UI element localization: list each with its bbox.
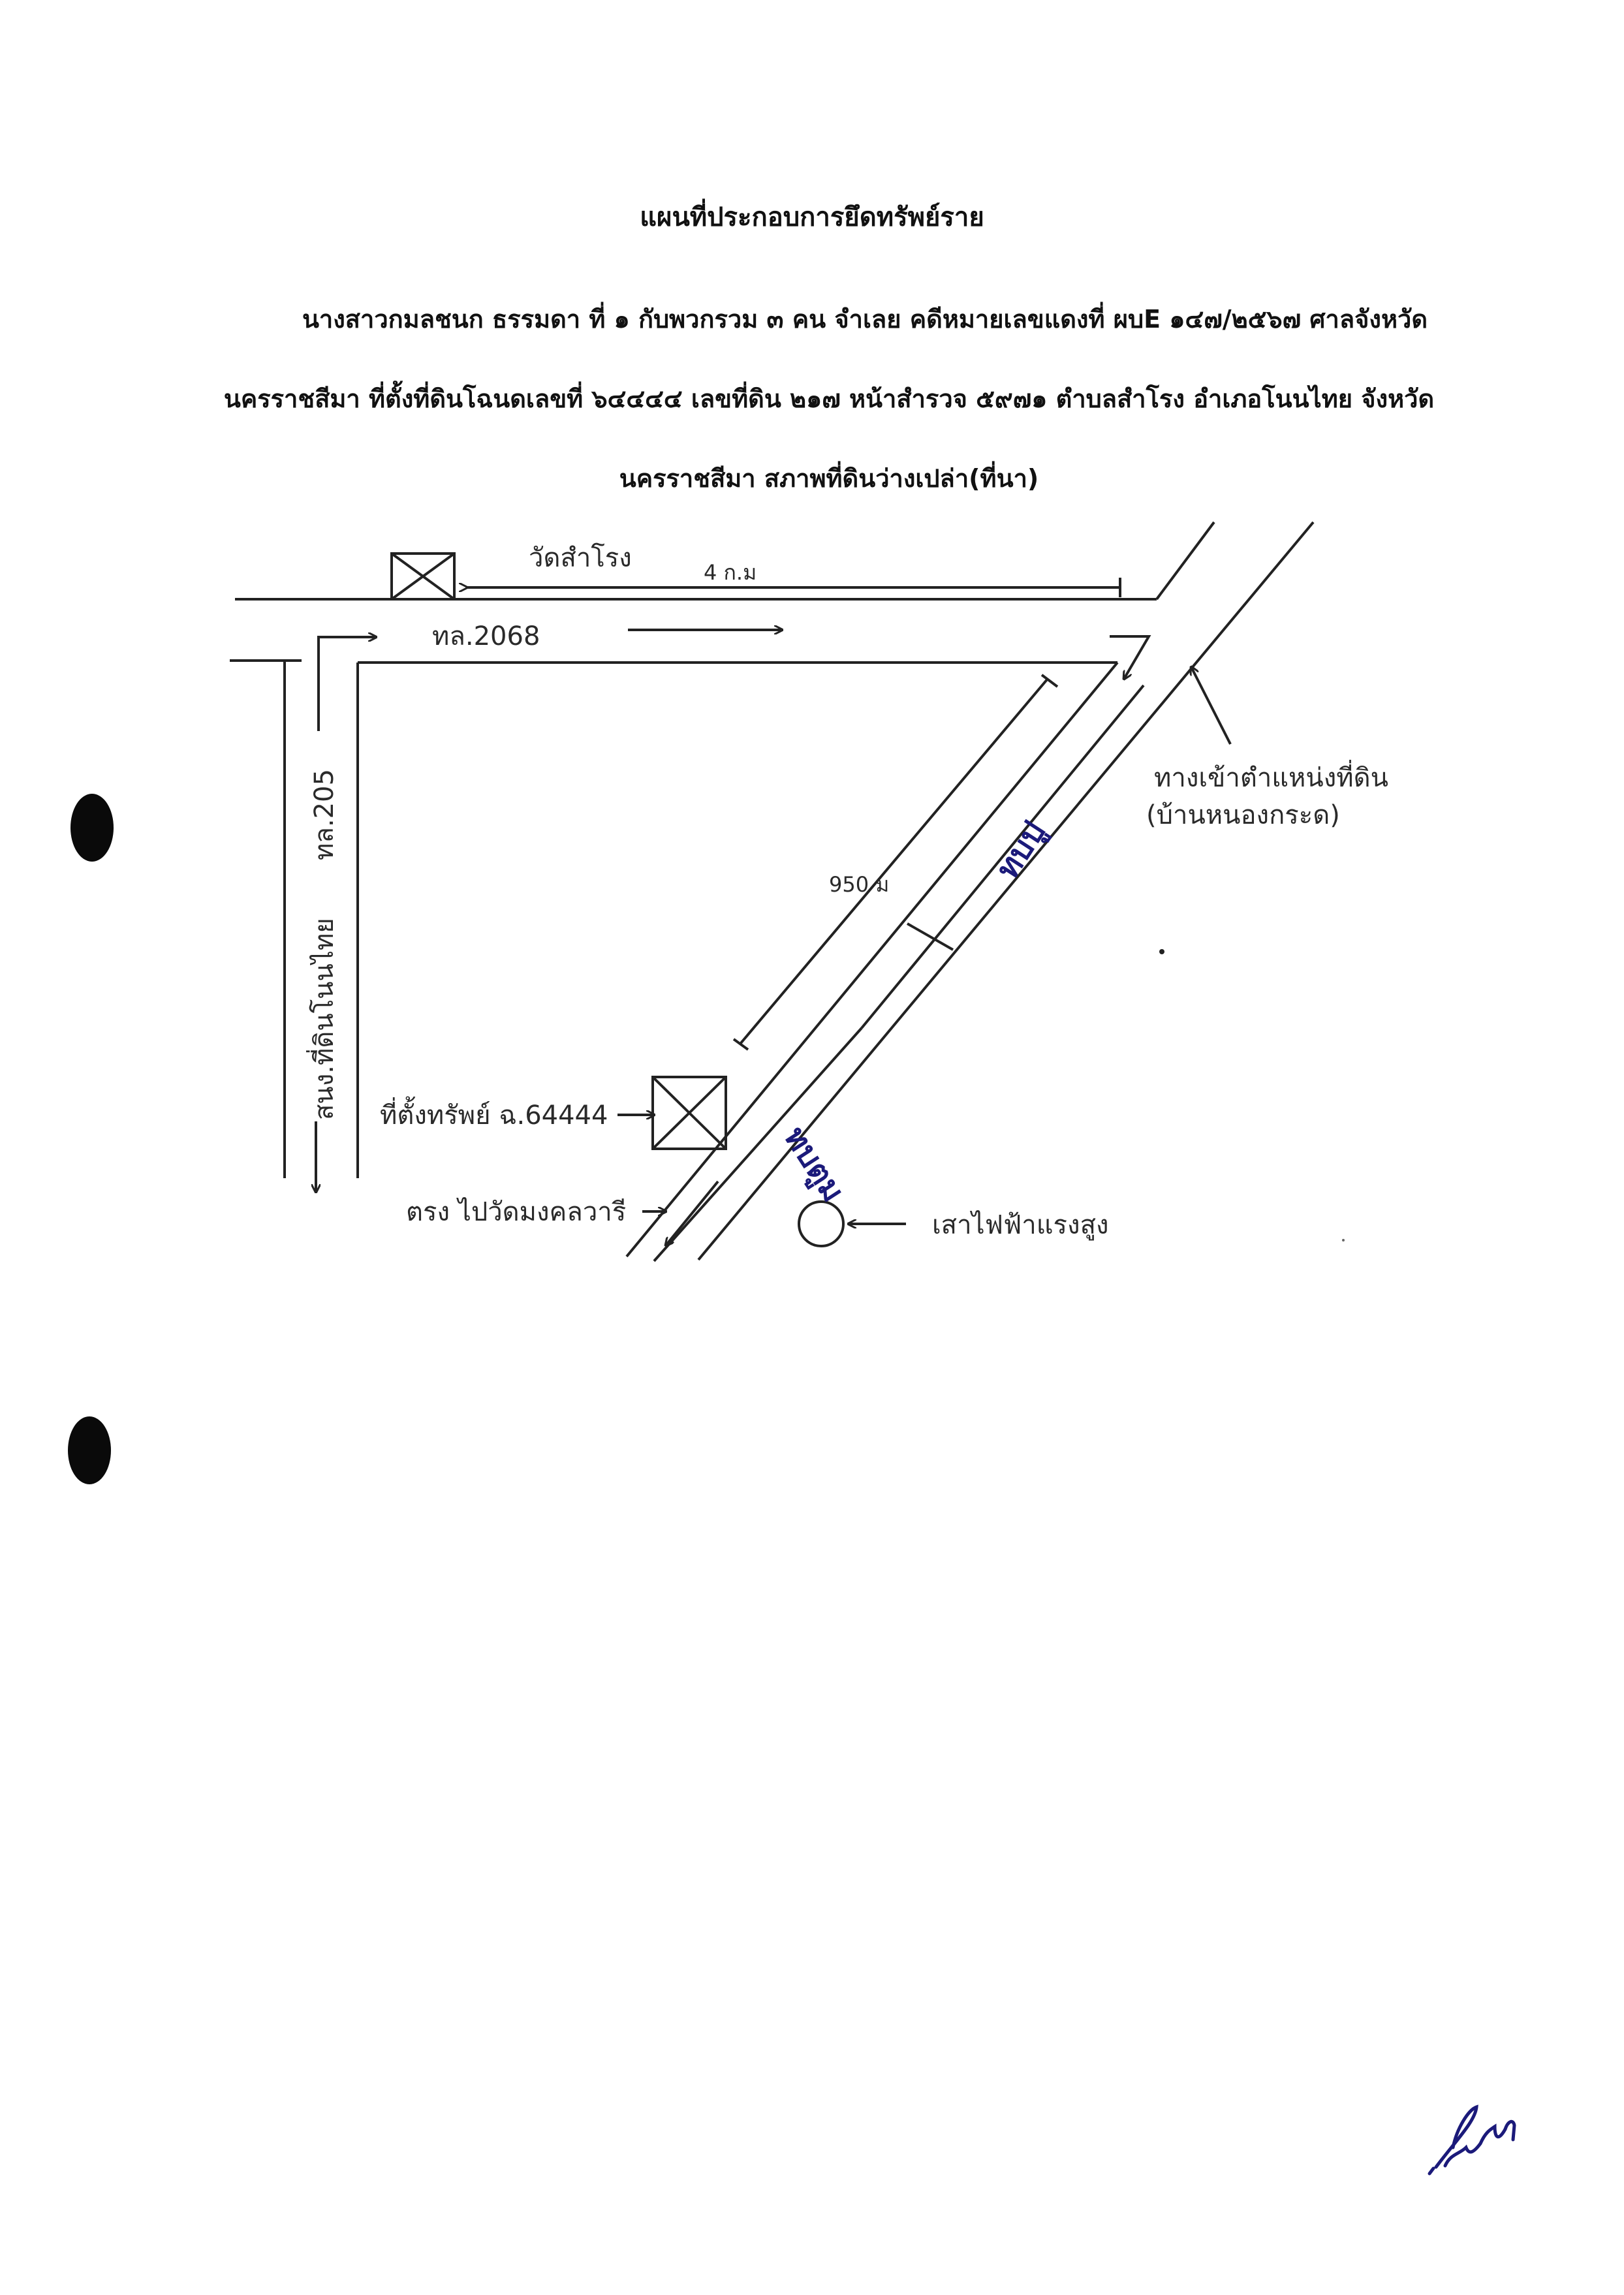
corner-arrow (1110, 635, 1151, 679)
entrance-pointer-arrow (1191, 667, 1232, 745)
temple-box-icon (390, 552, 456, 601)
road-left-top-label: ทล.205 (309, 769, 339, 860)
road-diag-left-edge (1155, 521, 1215, 601)
property-label: ที่ตั้งทรัพย์ ฉ.64444 (380, 1096, 608, 1131)
straight-label: ตรง ไปวัดมงคลวารี (406, 1197, 626, 1227)
road-left-bottom-label: สนง.ที่ดินโนนไทย (306, 918, 339, 1120)
hand-label-lower: ทบตูม (775, 1120, 852, 1209)
case-description: นางสาวกมลชนก ธรรมดา ที่ ๑ กับพวกรวม ๓ คน… (223, 305, 1435, 493)
pole-label: เสาไฟฟ้าแรงสูง (932, 1210, 1109, 1240)
southbound-arrow (666, 1180, 719, 1245)
power-pole-icon (798, 1200, 845, 1247)
binder-hole-top (70, 794, 114, 862)
distance-diag-tick-bottom (732, 1038, 749, 1051)
road-center-line-upper (860, 684, 1145, 1029)
binder-hole-bottom (68, 1416, 111, 1484)
entrance-label-line2: (บ้านหนองกระด) (1146, 800, 1340, 830)
distance-diag-tick-top (1040, 674, 1059, 688)
road-diag-left-lower (625, 661, 1119, 1258)
property-box-icon (651, 1076, 727, 1150)
road-diag-right-edge (697, 521, 1315, 1261)
page-title: แผนที่ประกอบการยึดทรัพย์ราย (640, 202, 984, 232)
map-dot-2 (1342, 1239, 1345, 1241)
road-center-line-lower (653, 1027, 863, 1262)
distance-line-diagonal (740, 678, 1049, 1044)
temple-label: วัดสำโรง (529, 543, 632, 573)
road-divider (907, 922, 954, 951)
road-top-label: ทล.2068 (432, 621, 540, 651)
distance-diagonal-label: 950 ม (829, 872, 889, 897)
distance-top-label: 4 ก.ม (704, 560, 757, 585)
map-dot (1159, 949, 1164, 954)
signature-icon (1428, 2104, 1516, 2176)
entrance-label-line1: ทางเข้าตำแหน่งที่ดิน (1154, 760, 1388, 793)
hand-label-upper: ทบปู (989, 815, 1054, 886)
turn-arrow-left (317, 637, 376, 731)
